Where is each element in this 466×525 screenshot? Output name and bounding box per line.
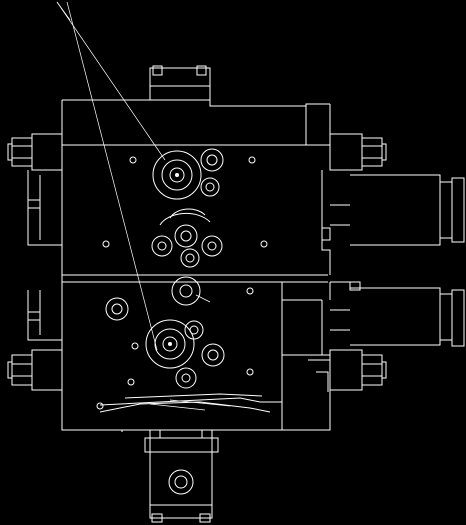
top-boss	[149, 65, 330, 107]
middle-valve-cluster	[102, 208, 268, 268]
leader-lines	[56, 1, 166, 351]
solenoid-lower	[330, 281, 465, 347]
lower-valve-cluster	[96, 276, 254, 410]
right-fittings	[329, 133, 387, 391]
bottom-port-block	[144, 429, 219, 523]
left-fittings	[7, 133, 63, 391]
solenoid-upper	[321, 174, 465, 246]
upper-valve-cluster	[129, 148, 256, 200]
valve-body	[61, 99, 331, 432]
